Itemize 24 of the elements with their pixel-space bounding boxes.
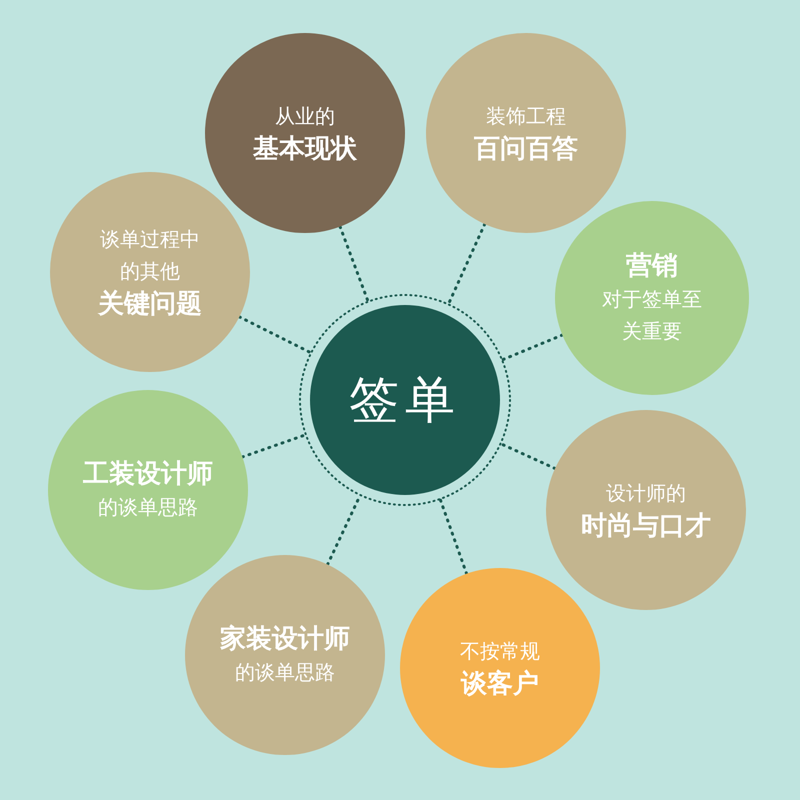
dotted-connector bbox=[238, 315, 313, 354]
topic-heading: 时尚与口才 bbox=[581, 510, 711, 543]
topic-heading: 关键问题 bbox=[98, 288, 202, 321]
topic-text: 的谈单思路 bbox=[235, 659, 335, 686]
topic-text: 的谈单思路 bbox=[98, 494, 198, 521]
dotted-connector bbox=[499, 442, 557, 470]
topic-heading: 营销 bbox=[626, 250, 678, 283]
dotted-connector bbox=[438, 497, 468, 576]
topic-heading: 基本现状 bbox=[253, 133, 357, 166]
dotted-connector bbox=[500, 334, 564, 362]
topic-text: 不按常规 bbox=[460, 638, 540, 665]
topic-heading: 工装设计师 bbox=[83, 458, 213, 491]
topic-text: 装饰工程 bbox=[486, 103, 566, 130]
dotted-connector bbox=[446, 222, 486, 306]
topic-heading: 家装设计师 bbox=[220, 623, 350, 656]
topic-heading: 百问百答 bbox=[474, 133, 578, 166]
dotted-connector bbox=[240, 433, 308, 458]
topic-text: 对于签单至关重要 bbox=[601, 286, 703, 345]
topic-text: 谈单过程中的其他 bbox=[99, 226, 201, 285]
topic-text: 从业的 bbox=[275, 103, 335, 130]
topic-heading: 谈客户 bbox=[461, 668, 539, 701]
center-title: 签单 bbox=[349, 370, 461, 430]
topic-text: 设计师的 bbox=[606, 480, 686, 507]
dotted-connector bbox=[338, 225, 370, 304]
